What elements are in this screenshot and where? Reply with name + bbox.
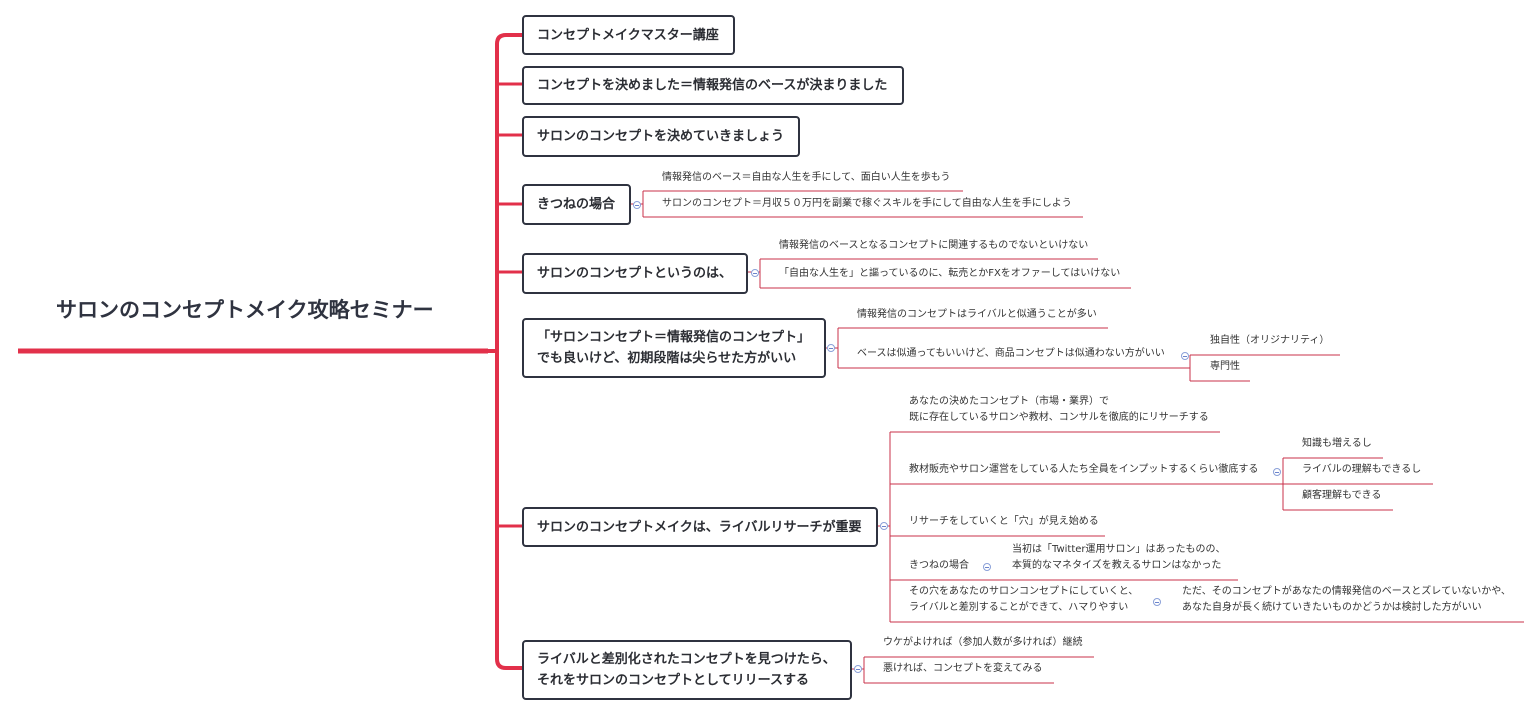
leaf-topic[interactable]: ライバルの理解もできるし: [1302, 464, 1422, 475]
branch-release-concept[interactable]: ライバルと差別化されたコンセプトを見つけたら、それをサロンのコンセプトとしてリリ…: [522, 640, 852, 700]
leaf-topic[interactable]: 知識も増えるし: [1302, 438, 1372, 449]
branch-salon-concept-is[interactable]: サロンのコンセプトというのは、: [522, 253, 748, 294]
branch-rival-research[interactable]: サロンのコンセプトメイクは、ライバルリサーチが重要: [522, 507, 878, 547]
leaf-topic[interactable]: 当初は「Twitter運用サロン」はあったものの、本質的なマネタイズを教えるサロ…: [1012, 544, 1226, 571]
leaf-topic[interactable]: 教材販売やサロン運営をしている人たち全員をインプットするくらい徹底する: [909, 464, 1259, 475]
leaf-topic[interactable]: ただ、そのコンセプトがあなたの情報発信のベースとズレていないかや、あなた自身が長…: [1182, 586, 1511, 613]
branch-concept-make-master-course[interactable]: コンセプトメイクマスター講座: [522, 15, 735, 55]
collapse-toggle-icon[interactable]: [751, 269, 759, 277]
leaf-topic[interactable]: 独自性（オリジナリティ）: [1210, 335, 1330, 346]
collapse-toggle-icon[interactable]: [983, 563, 991, 571]
collapse-toggle-icon[interactable]: [827, 344, 835, 352]
branch-decide-salon-concept[interactable]: サロンのコンセプトを決めていきましょう: [522, 116, 800, 157]
leaf-topic[interactable]: 「自由な人生を」と謳っているのに、転売とかFXをオファーしてはいけない: [779, 268, 1121, 279]
branch-concept-decided[interactable]: コンセプトを決めました＝情報発信のベースが決まりました: [522, 66, 904, 105]
leaf-topic[interactable]: ベースは似通ってもいいけど、商品コンセプトは似通わない方がいい: [857, 348, 1165, 359]
collapse-toggle-icon[interactable]: [880, 522, 888, 530]
leaf-topic[interactable]: 悪ければ、コンセプトを変えてみる: [883, 663, 1043, 674]
collapse-toggle-icon[interactable]: [1153, 598, 1161, 606]
leaf-topic[interactable]: 顧客理解もできる: [1302, 490, 1382, 501]
leaf-topic[interactable]: 専門性: [1210, 361, 1240, 372]
leaf-topic[interactable]: 情報発信のベースとなるコンセプトに関連するものでないといけない: [779, 240, 1089, 251]
branch-kitsune-case[interactable]: きつねの場合: [522, 184, 631, 225]
root-topic[interactable]: サロンのコンセプトメイク攻略セミナー: [56, 298, 434, 322]
leaf-topic[interactable]: リサーチをしていくと「穴」が見え始める: [909, 516, 1099, 527]
leaf-topic[interactable]: きつねの場合: [909, 560, 969, 571]
branch-salon-concept-sharpen[interactable]: 「サロンコンセプト＝情報発信のコンセプト」でも良いけど、初期段階は尖らせた方がい…: [522, 318, 826, 378]
leaf-topic[interactable]: ウケがよければ（参加人数が多ければ）継続: [883, 637, 1083, 648]
leaf-topic[interactable]: サロンのコンセプト＝月収５０万円を副業で稼ぐスキルを手にして自由な人生を手にしよ…: [662, 198, 1072, 209]
leaf-topic[interactable]: その穴をあなたのサロンコンセプトにしていくと、ライバルと差別することができて、ハ…: [909, 586, 1139, 613]
collapse-toggle-icon[interactable]: [633, 201, 641, 209]
leaf-topic[interactable]: 情報発信のコンセプトはライバルと似通うことが多い: [857, 309, 1097, 320]
collapse-toggle-icon[interactable]: [1273, 468, 1281, 476]
collapse-toggle-icon[interactable]: [1181, 352, 1189, 360]
collapse-toggle-icon[interactable]: [854, 665, 862, 673]
leaf-topic[interactable]: あなたの決めたコンセプト（市場・業界）で既に存在しているサロンや教材、コンサルを…: [909, 396, 1209, 423]
leaf-topic[interactable]: 情報発信のベース＝自由な人生を手にして、面白い人生を歩もう: [662, 172, 951, 183]
